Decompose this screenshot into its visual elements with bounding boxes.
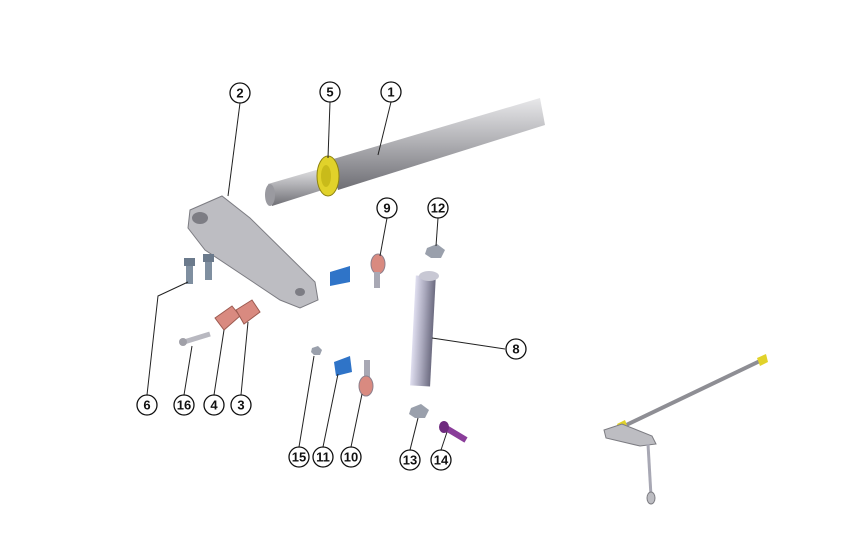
callout-1: 1 (380, 81, 402, 103)
svg-text:5: 5 (326, 85, 333, 100)
part-rod-end-lower (358, 360, 374, 397)
svg-text:15: 15 (292, 450, 306, 465)
part-shaft (265, 98, 545, 206)
part-spacer-upper (330, 266, 350, 286)
svg-text:1: 1 (387, 85, 394, 100)
callout-14: 14 (430, 449, 452, 471)
svg-text:8: 8 (512, 342, 519, 357)
callout-15: 15 (288, 446, 310, 468)
callout-5: 5 (319, 81, 341, 103)
callout-4: 4 (203, 394, 225, 416)
part-nut-12 (425, 244, 445, 258)
part-spacer-lower (334, 356, 352, 376)
svg-text:9: 9 (383, 201, 390, 216)
callout-12: 12 (427, 197, 449, 219)
part-clamps (214, 299, 261, 331)
svg-text:14: 14 (434, 453, 449, 468)
callout-13: 13 (399, 449, 421, 471)
part-connecting-rod (410, 271, 439, 387)
svg-text:4: 4 (210, 398, 218, 413)
svg-text:11: 11 (316, 450, 330, 465)
part-pin (179, 331, 211, 346)
svg-text:12: 12 (431, 201, 445, 216)
part-bushing (316, 155, 340, 197)
callout-6: 6 (136, 394, 158, 416)
svg-text:3: 3 (237, 398, 244, 413)
svg-text:16: 16 (177, 398, 191, 413)
assembled-view (603, 354, 768, 505)
callout-10: 10 (340, 446, 362, 468)
svg-text:10: 10 (344, 450, 358, 465)
callout-8: 8 (505, 338, 527, 360)
svg-text:6: 6 (143, 398, 150, 413)
callout-3: 3 (230, 394, 252, 416)
leader-lines (146, 101, 506, 451)
part-rod-end-upper (370, 253, 386, 288)
part-lever-arm (187, 195, 319, 309)
svg-text:2: 2 (236, 86, 243, 101)
svg-text:13: 13 (403, 453, 417, 468)
part-nut-15 (311, 346, 322, 355)
callout-11: 11 (312, 446, 334, 468)
callout-9: 9 (376, 197, 398, 219)
part-bolts (184, 254, 214, 284)
part-bolt-purple (439, 421, 468, 443)
callout-16: 16 (173, 394, 195, 416)
callout-2: 2 (229, 82, 251, 104)
part-nut-13 (409, 404, 429, 418)
